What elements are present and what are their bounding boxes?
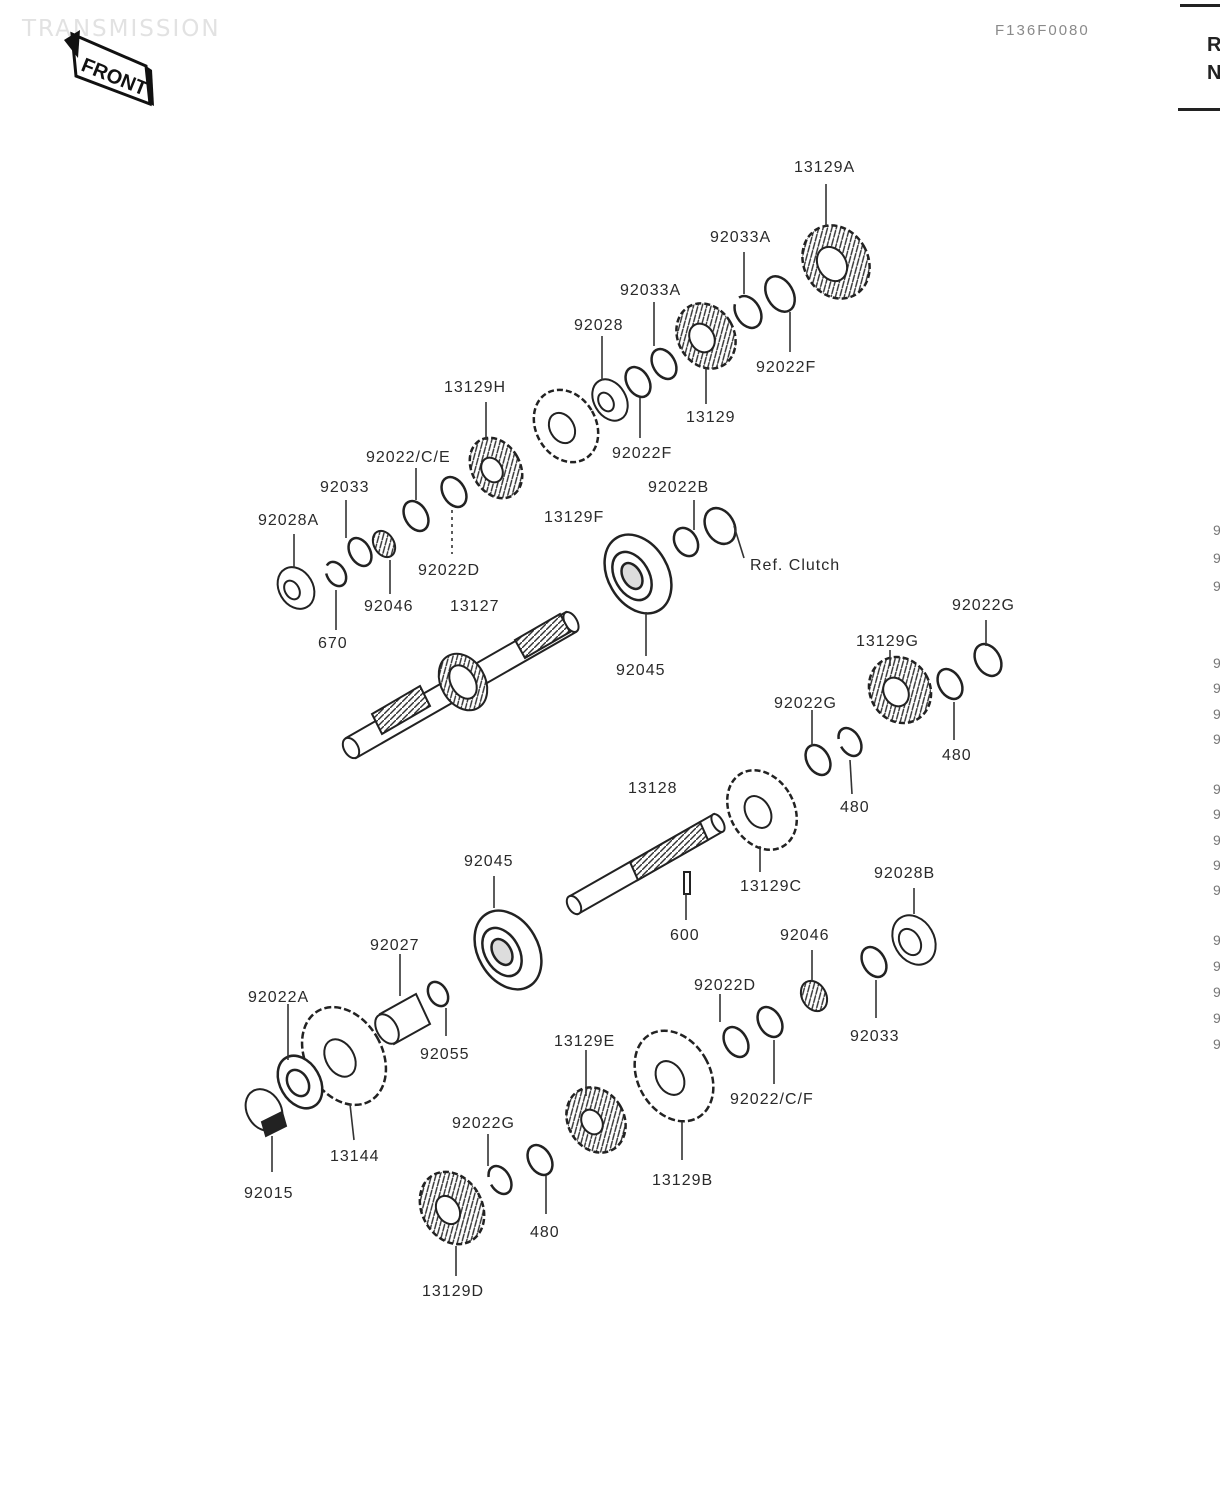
front-direction-icon: FRONT: [64, 30, 154, 107]
callout-92033-right: 92033: [850, 1028, 900, 1045]
callout-92022A: 92022A: [248, 989, 309, 1006]
callout-92027: 92027: [370, 937, 420, 954]
callout-92033A-mid: 92033A: [620, 282, 681, 299]
margin-tick: 9: [1213, 958, 1220, 974]
input-shaft-13127: [341, 610, 580, 760]
callout-92028A: 92028A: [258, 512, 319, 529]
margin-tick: 9: [1213, 706, 1220, 722]
gear-13144: [300, 1005, 388, 1107]
margin-tick: 9: [1213, 984, 1220, 1000]
callout-92033-left: 92033: [320, 479, 370, 496]
callout-13129H: 13129H: [444, 379, 506, 396]
callout-13129C: 13129C: [740, 878, 802, 895]
callout-92022G-mid: 92022G: [774, 695, 837, 712]
callout-13129D: 13129D: [422, 1283, 484, 1300]
margin-tick: 9: [1213, 655, 1220, 671]
callout-labels: 13129A 92033A 92033A 92028 92022F 13129 …: [244, 159, 1015, 1300]
callout-92022CF: 92022/C/F: [730, 1091, 814, 1108]
bearing-92045-lower: [473, 909, 543, 991]
callout-600: 600: [670, 927, 700, 944]
margin-tick: 9: [1213, 578, 1220, 594]
gear-13129B: [633, 1029, 715, 1123]
gear-13129C: [725, 769, 799, 851]
callout-92055: 92055: [420, 1046, 470, 1063]
callout-92028: 92028: [574, 317, 624, 334]
margin-tick: 9: [1213, 932, 1220, 948]
callout-92046-right: 92046: [780, 927, 830, 944]
side-panel-letter-n: N: [1207, 62, 1220, 84]
lockwasher-92022A: [276, 1054, 324, 1110]
leader-lines: [271, 184, 987, 1276]
callout-92022D-top: 92022D: [418, 562, 480, 579]
needle-bearing-92046-left: [371, 529, 397, 559]
callout-13129F: 13129F: [544, 509, 604, 526]
callout-92022B: 92022B: [648, 479, 709, 496]
gear-13129A: [801, 224, 871, 300]
callout-670: 670: [318, 635, 348, 652]
margin-tick: 9: [1213, 680, 1220, 696]
needle-bearing-92046-right: [799, 979, 829, 1013]
callout-92022F-lower: 92022F: [612, 445, 672, 462]
callout-92045-mid: 92045: [464, 853, 514, 870]
callout-92022G-top: 92022G: [952, 597, 1015, 614]
gear-13129: [675, 302, 737, 370]
callout-13129A: 13129A: [794, 159, 855, 176]
callout-13129B: 13129B: [652, 1172, 713, 1189]
margin-tick: 9: [1213, 550, 1220, 566]
margin-tick: 9: [1213, 1010, 1220, 1026]
side-panel-letter-r: R: [1207, 34, 1220, 56]
callout-92045-top: 92045: [616, 662, 666, 679]
bushing-92028A: [276, 566, 316, 610]
margin-tick: 9: [1213, 857, 1220, 873]
callout-92015: 92015: [244, 1185, 294, 1202]
page-title: TRANSMISSION: [22, 16, 221, 42]
callout-92022F: 92022F: [756, 359, 816, 376]
callout-13129: 13129: [686, 409, 736, 426]
gear-13129D: [418, 1170, 486, 1246]
margin-tick: 9: [1213, 731, 1220, 747]
callout-13144: 13144: [330, 1148, 380, 1165]
callout-480-right: 480: [942, 747, 972, 764]
callout-92022CE: 92022/C/E: [366, 449, 451, 466]
callout-92022G-bottom: 92022G: [452, 1115, 515, 1132]
output-shaft-13128: [565, 812, 726, 916]
bushing-92027: [374, 992, 432, 1046]
gear-13129G: [867, 655, 933, 725]
margin-tick: 9: [1213, 522, 1220, 538]
side-panel-rule-top: [1180, 4, 1220, 7]
callout-480-mid: 480: [840, 799, 870, 816]
bearing-92045-upper: [603, 533, 673, 615]
nut-92015: [244, 1088, 288, 1138]
callout-13129G: 13129G: [856, 633, 919, 650]
margin-tick: 9: [1213, 781, 1220, 797]
gear-13129H: [468, 436, 524, 500]
callout-13129E: 13129E: [554, 1033, 615, 1050]
callout-92028B: 92028B: [874, 865, 935, 882]
margin-tick: 9: [1213, 806, 1220, 822]
callout-13128: 13128: [628, 780, 678, 797]
callout-92033A-top: 92033A: [710, 229, 771, 246]
margin-tick: 9: [1213, 832, 1220, 848]
gear-13129E: [565, 1086, 627, 1154]
bushing-92028: [591, 378, 629, 422]
side-panel-rule-bottom: [1178, 108, 1220, 111]
pin-600: [683, 871, 691, 895]
margin-tick: 9: [1213, 1036, 1220, 1052]
diagram-code: F136F0080: [995, 22, 1090, 39]
callout-13127: 13127: [450, 598, 500, 615]
callout-92046-left: 92046: [364, 598, 414, 615]
callout-92022D-bottom: 92022D: [694, 977, 756, 994]
bushing-92028B: [891, 914, 937, 966]
callout-480-bottom: 480: [530, 1224, 560, 1241]
callout-ref-clutch: Ref. Clutch: [750, 557, 840, 574]
washers-and-circlips: [324, 275, 1003, 1196]
gear-13129F: [532, 388, 600, 464]
margin-tick: 9: [1213, 882, 1220, 898]
